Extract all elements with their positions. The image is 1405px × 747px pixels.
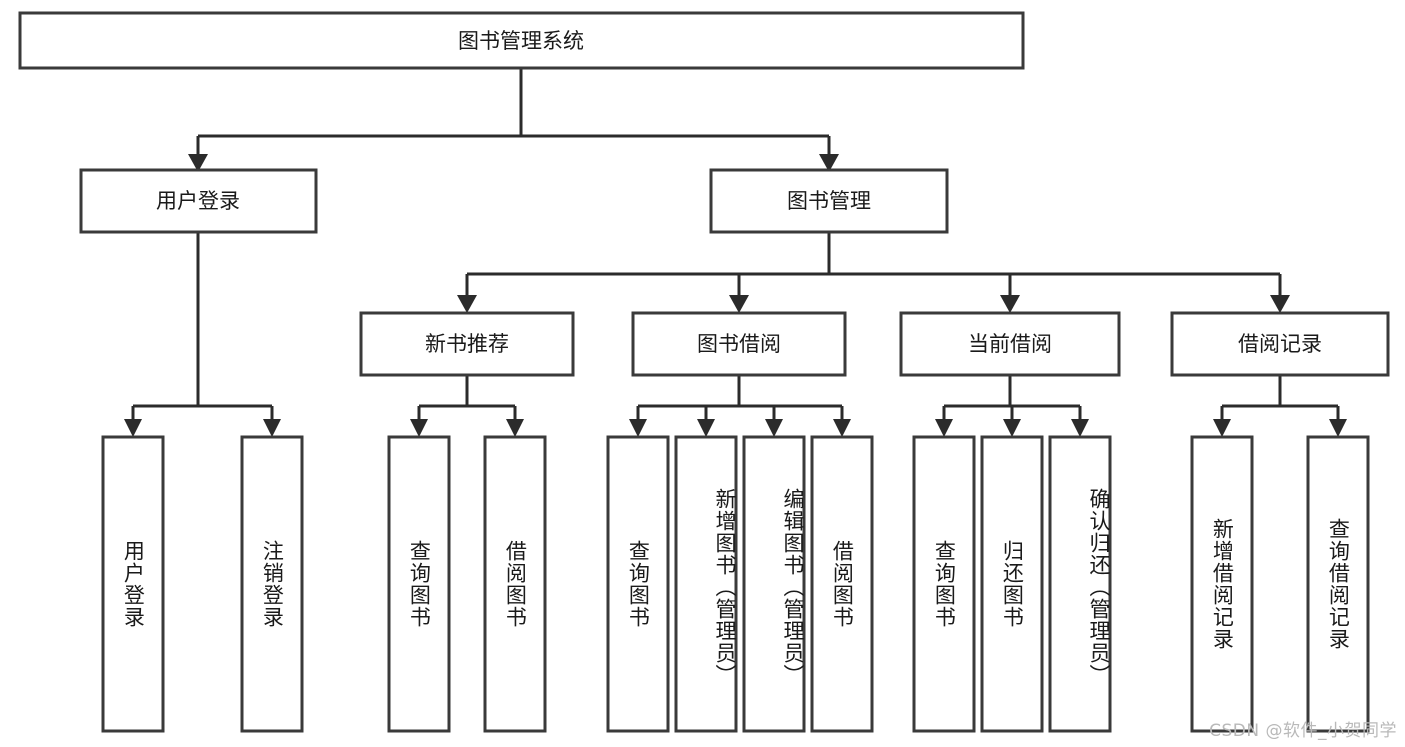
arrowhead-leaf-add-record (1213, 419, 1231, 437)
arrowhead-user-login (188, 154, 208, 172)
connector-group-book-management (457, 232, 1290, 313)
node-borrow-record-label: 借阅记录 (1238, 332, 1322, 356)
leaf-box-edit-book[interactable] (742, 435, 806, 733)
node-borrow-record[interactable]: 借阅记录 (1170, 311, 1390, 377)
node-root-box[interactable] (18, 11, 1025, 70)
arrowhead-leaf-borrow-book-1 (506, 419, 524, 437)
arrowhead-leaf-query-book-1 (410, 419, 428, 437)
leaf-box-borrow-book-2[interactable] (810, 435, 874, 733)
arrowhead-leaf-query-record (1329, 419, 1347, 437)
arrowhead-current-borrow (1000, 295, 1020, 313)
arrowhead-leaf-borrow-book-2 (833, 419, 851, 437)
node-user-login-box[interactable] (79, 168, 318, 234)
arrowhead-new-book-recommend (457, 295, 477, 313)
node-book-borrow-label: 图书借阅 (697, 332, 781, 356)
leaf-box-user-login[interactable] (101, 435, 165, 733)
connector-group-book-borrow (629, 375, 851, 437)
node-root-label: 图书管理系统 (458, 29, 584, 53)
arrowhead-book-borrow (729, 295, 749, 313)
node-new-book-recommend-box[interactable] (359, 311, 575, 377)
arrowhead-leaf-return-book (1003, 419, 1021, 437)
arrowhead-borrow-record (1270, 295, 1290, 313)
leaf-box-add-record[interactable] (1190, 435, 1254, 733)
node-borrow-record-box[interactable] (1170, 311, 1390, 377)
arrowhead-leaf-edit-book (765, 419, 783, 437)
leaf-box-query-book-1[interactable] (387, 435, 451, 733)
node-current-borrow-label: 当前借阅 (968, 332, 1052, 356)
leaf-box-query-book-2[interactable] (606, 435, 670, 733)
connector-group-root (188, 68, 839, 172)
csdn-watermark: CSDN @软件_小贺同学 (1209, 721, 1397, 741)
node-new-book-recommend[interactable]: 新书推荐 (359, 311, 575, 377)
arrowhead-leaf-query-book-2 (629, 419, 647, 437)
connector-group-borrow-record (1213, 375, 1347, 437)
connector-group-new-book-recommend (410, 375, 524, 437)
leaf-boxes-current-borrow (912, 435, 1112, 733)
node-current-borrow-box[interactable] (899, 311, 1121, 377)
arrowhead-leaf-confirm-return (1071, 419, 1089, 437)
node-book-management-box[interactable] (709, 168, 949, 234)
leaf-boxes-borrow-record (1190, 435, 1370, 733)
leaf-box-query-book-3[interactable] (912, 435, 976, 733)
arrowhead-book-management (819, 154, 839, 172)
arrowhead-leaf-user-login (124, 419, 142, 437)
node-current-borrow[interactable]: 当前借阅 (899, 311, 1121, 377)
node-book-borrow-box[interactable] (631, 311, 847, 377)
node-book-management-label: 图书管理 (787, 189, 871, 213)
connector-group-current-borrow (935, 375, 1089, 437)
leaf-box-borrow-book-1[interactable] (483, 435, 547, 733)
leaf-box-user-logout[interactable] (240, 435, 304, 733)
arrowhead-leaf-query-book-3 (935, 419, 953, 437)
leaf-boxes-book-borrow (606, 435, 874, 733)
node-root[interactable]: 图书管理系统 (18, 11, 1025, 70)
leaf-boxes-new-book-recommend (387, 435, 547, 733)
node-new-book-recommend-label: 新书推荐 (425, 332, 509, 356)
arrowhead-leaf-add-book (697, 419, 715, 437)
leaf-box-confirm-return[interactable] (1048, 435, 1112, 733)
arrowhead-leaf-user-logout (263, 419, 281, 437)
leaf-box-return-book[interactable] (980, 435, 1044, 733)
connector-group-user-login (124, 232, 281, 437)
leaf-box-query-record[interactable] (1306, 435, 1370, 733)
leaf-box-add-book[interactable] (674, 435, 738, 733)
node-user-login[interactable]: 用户登录 (79, 168, 318, 234)
node-book-borrow[interactable]: 图书借阅 (631, 311, 847, 377)
node-user-login-label: 用户登录 (156, 189, 240, 213)
node-book-management[interactable]: 图书管理 (709, 168, 949, 234)
leaf-boxes-user-login (101, 435, 304, 733)
